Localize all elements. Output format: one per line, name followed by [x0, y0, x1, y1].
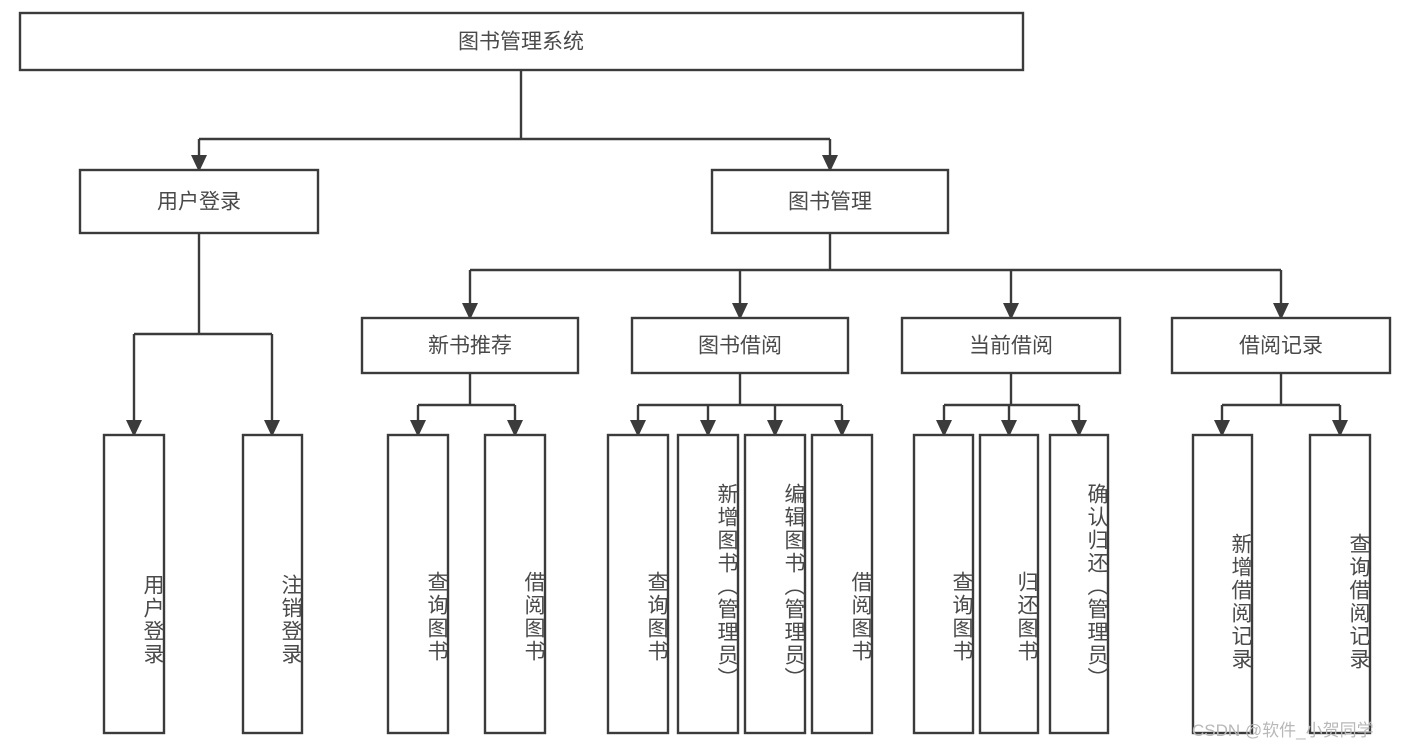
label-new-book-recommend: 新书推荐	[428, 335, 512, 358]
label-book-manage: 图书管理	[788, 191, 872, 214]
leaf-book-borrow-3[interactable]	[810, 433, 874, 735]
csdn-watermark: CSDN @软件_小贺同学	[1192, 721, 1374, 740]
leaf-current-borrow-2[interactable]	[1048, 433, 1110, 735]
leaf-user-login-0[interactable]	[102, 433, 166, 735]
arrow-heads-group	[126, 155, 1348, 437]
leaf-borrow-record-0[interactable]	[1191, 433, 1254, 735]
leaf-current-borrow-0[interactable]	[912, 433, 975, 735]
node-user-login[interactable]	[78, 168, 320, 235]
node-book-manage[interactable]	[710, 168, 950, 235]
node-current-borrow[interactable]	[900, 316, 1122, 375]
label-root: 图书管理系统	[458, 31, 584, 54]
label-borrow-record: 借阅记录	[1239, 335, 1323, 358]
label-user-login: 用户登录	[157, 191, 241, 214]
node-book-borrow[interactable]	[630, 316, 850, 375]
leaf-new-book-0[interactable]	[386, 433, 450, 735]
leaf-current-borrow-1[interactable]	[978, 433, 1040, 735]
node-new-book-recommend[interactable]	[360, 316, 580, 375]
label-current-borrow: 当前借阅	[969, 335, 1053, 358]
leaf-book-borrow-2[interactable]	[743, 433, 807, 735]
node-root[interactable]	[18, 11, 1025, 72]
leaf-user-login-1[interactable]	[241, 433, 304, 735]
leaf-book-borrow-0[interactable]	[606, 433, 670, 735]
node-borrow-record[interactable]	[1170, 316, 1392, 375]
leaf-book-borrow-1[interactable]	[676, 433, 740, 735]
label-book-borrow: 图书借阅	[698, 335, 782, 358]
leaf-borrow-record-1[interactable]	[1308, 433, 1372, 735]
leaf-new-book-1[interactable]	[483, 433, 547, 735]
